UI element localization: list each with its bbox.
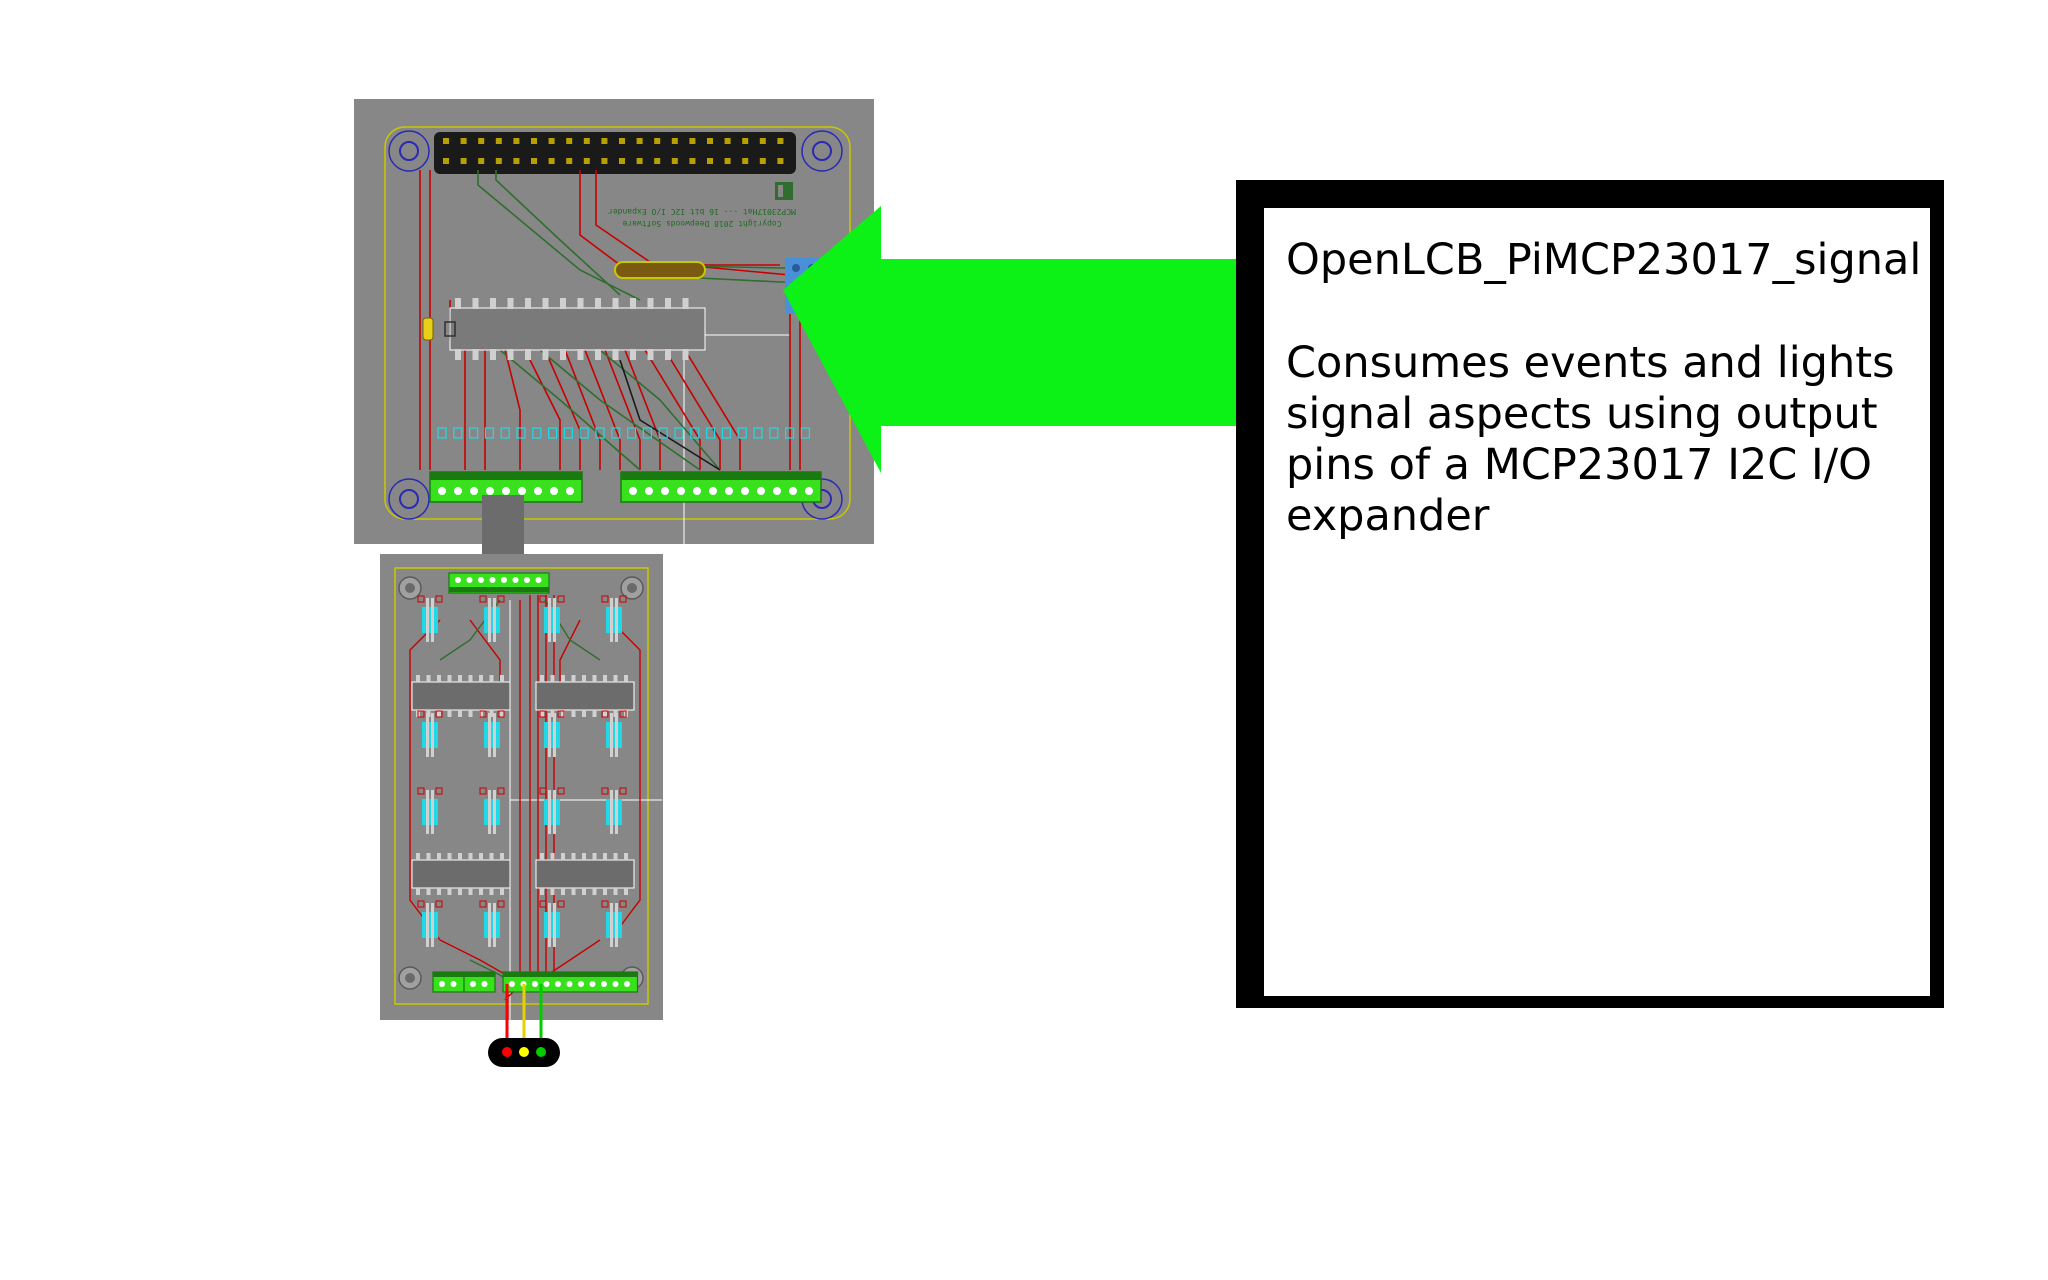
pi-hat-board: MCP23017Hat --- 16 bit I2C I/O Expander …: [354, 99, 874, 544]
pointer-arrow-icon: [783, 206, 1252, 473]
description-callout: OpenLCB_PiMCP23017_signal Consumes event…: [1236, 180, 1944, 1008]
resistor: [614, 261, 706, 279]
driver-chip-pins: [416, 675, 628, 895]
ic-pins: [455, 298, 689, 360]
silkscreen-copyright: Copyright 2018 Deepwoods Software: [622, 219, 781, 228]
mcp23017-chip: [449, 307, 706, 351]
capacitor: [422, 317, 434, 341]
driver-chip: [535, 681, 635, 711]
mount-hole-icon: [398, 966, 422, 990]
callout-title: OpenLCB_PiMCP23017_signal: [1286, 235, 1922, 285]
mount-hole-icon: [620, 576, 644, 600]
terminal-pin-labels: [437, 427, 811, 439]
mount-hole-icon: [388, 130, 430, 172]
signal-head-icon: [488, 1038, 560, 1067]
driver-terminal-blocks: [432, 572, 639, 993]
gpio-header-pins: [443, 138, 784, 164]
led-resistor-array: [417, 595, 627, 947]
driver-chip: [411, 681, 511, 711]
driver-board: [380, 554, 663, 1020]
mount-hole-icon: [398, 576, 422, 600]
driver-chip: [411, 859, 511, 889]
silkscreen-title: MCP23017Hat --- 16 bit I2C I/O Expander: [608, 207, 796, 216]
callout-description: Consumes events and lights signal aspect…: [1286, 338, 1895, 541]
mount-hole-icon: [801, 130, 843, 172]
driver-chip: [535, 859, 635, 889]
mount-hole-icon: [388, 478, 430, 520]
gpio-header: [434, 132, 796, 174]
logo-icon: [775, 182, 793, 200]
